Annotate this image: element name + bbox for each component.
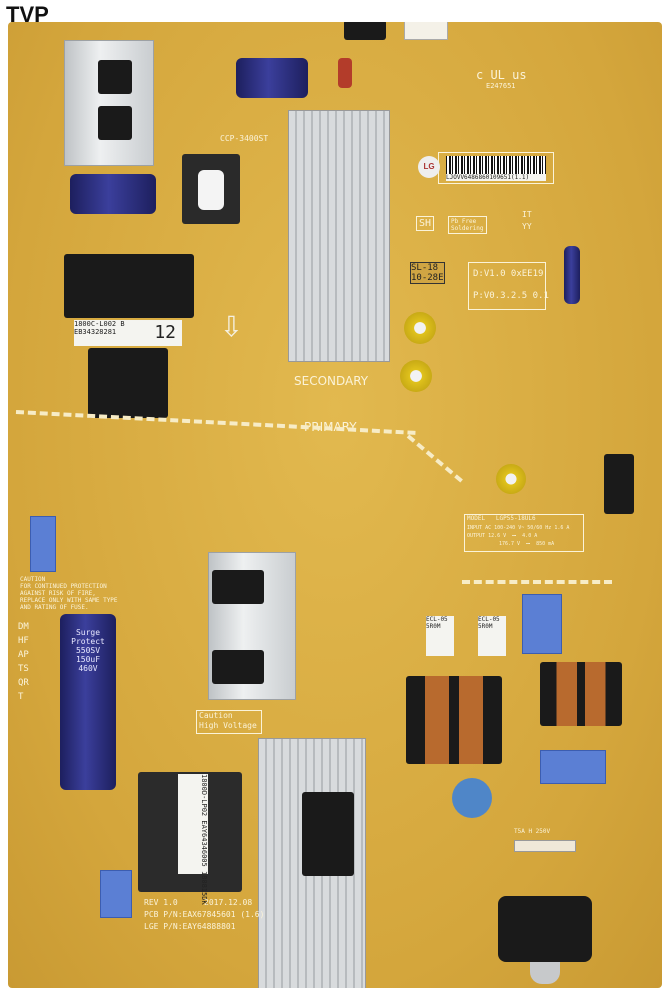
yy-mark: YY (522, 222, 532, 231)
version-box: D:V1.0 0xEE19 P:V0.3.2.5 0.1 (468, 262, 549, 310)
input-value: AC 100-240 V~ 50/60 Hz 1.6 A (485, 525, 570, 531)
connector (344, 22, 386, 40)
side-letters: DMHFAPTSQRT (18, 622, 29, 702)
ntc-left: ECL-05 5R0M (426, 616, 454, 656)
pfc-mosfet (302, 792, 354, 876)
caution-hv-2: High Voltage (199, 721, 257, 730)
transformer-core (88, 348, 168, 418)
common-mode-choke (406, 676, 502, 764)
pcb-board: c UL us E247651 CCP-3400ST LJOVV64868601… (8, 22, 662, 988)
date-stamp-l1: SL-18 (411, 263, 439, 273)
tr-num: 12 (154, 322, 176, 343)
x-capacitor (100, 870, 132, 918)
isolation-line (462, 580, 612, 584)
ccp-label: CCP-3400ST (220, 134, 269, 143)
varistor (452, 778, 492, 818)
fuse-caution: CAUTION FOR CONTINUED PROTECTION AGAINST… (20, 576, 118, 611)
pcb-date: 2017.12.08 (204, 898, 253, 907)
capacitor (564, 246, 580, 304)
tr-l2: EB34328281 (74, 328, 117, 336)
cap-capacitance: 150uF (75, 655, 101, 664)
model-label: MODEL (467, 515, 486, 522)
rating-table: MODEL LGP55-18UL6 INPUT AC 100-240 V~ 50… (464, 514, 584, 552)
lge-pn: LGE P/N:EAY64888801 (144, 922, 236, 931)
x-capacitor (522, 594, 562, 654)
ntc-right: ECL-05 5R0M (478, 616, 506, 656)
capacitor (404, 312, 436, 344)
bobbin (198, 170, 224, 210)
lg-logo: LG (418, 156, 440, 178)
connector (404, 22, 448, 40)
heatsink (64, 40, 154, 166)
it-mark: IT (522, 210, 532, 219)
capacitor (400, 360, 432, 392)
arrow-down-icon: ⇩ (220, 302, 243, 346)
fuse (514, 840, 576, 852)
main-transformer (64, 254, 194, 318)
pfc-l2: EAY64346005 (200, 820, 208, 867)
version-d: D:V1.0 0xEE19 (473, 269, 544, 279)
pfc-l1: 1800D-LP02 (200, 774, 208, 817)
input-label: INPUT (467, 525, 483, 531)
cap-voltage: 550SV (75, 646, 101, 655)
x-capacitor (30, 516, 56, 572)
common-mode-choke (540, 662, 622, 726)
output-label: OUTPUT (467, 533, 486, 539)
date-stamp-l2: 10-28E (411, 273, 444, 283)
fuse-label: T5A H 250V (514, 828, 551, 835)
pb-free-mark: Pb Free Soldering (448, 216, 487, 234)
cap-brand: Surge Protect (71, 628, 105, 646)
zone-primary: PRIMARY (304, 420, 357, 434)
pcb-rev: REV 1.0 (144, 898, 178, 907)
transistor (98, 106, 132, 140)
transistor (98, 60, 132, 94)
pfc-label: 1800D-LP02 EAY64346005 180815DK (178, 774, 208, 905)
model-value: LGP55-18UL6 (495, 515, 536, 522)
mosfet (212, 650, 264, 684)
capacitor (70, 174, 156, 214)
ac-inlet[interactable] (498, 896, 592, 962)
ul-mark: c UL us (476, 68, 527, 82)
output-connector (604, 454, 634, 514)
version-p: P:V0.3.2.5 0.1 (473, 291, 549, 301)
pcb-pn: PCB P/N:EAX67845601 (1.6) (144, 910, 265, 919)
barcode (446, 156, 546, 178)
barcode-text: LJOVV6486860109651(1.1) (446, 174, 546, 181)
output-1: 12.6 V ⎓ 4.0 A (488, 533, 538, 539)
caution-hv: Caution High Voltage (196, 710, 262, 734)
secondary-heatsink (288, 110, 390, 362)
tr-l1: 1800C-L002 B (74, 320, 125, 328)
isolation-line (406, 434, 463, 483)
fuse-resistor (338, 58, 352, 88)
x-capacitor (540, 750, 606, 784)
ul-file: E247651 (486, 82, 516, 90)
zone-secondary: SECONDARY (294, 374, 369, 388)
output-2: 176.7 V ⎓ 850 mA (499, 541, 555, 547)
bulk-capacitor: Surge Protect 550SV 150uF 460V (60, 614, 116, 790)
cap-voltage-2: 460V (78, 664, 98, 673)
capacitor (236, 58, 308, 98)
caution-hv-1: Caution (199, 711, 233, 720)
sh-mark: SH (416, 216, 435, 231)
mounting-tab (530, 962, 560, 984)
capacitor (496, 464, 526, 494)
pfc-l3: 180815DK (200, 870, 208, 905)
mosfet (212, 570, 264, 604)
